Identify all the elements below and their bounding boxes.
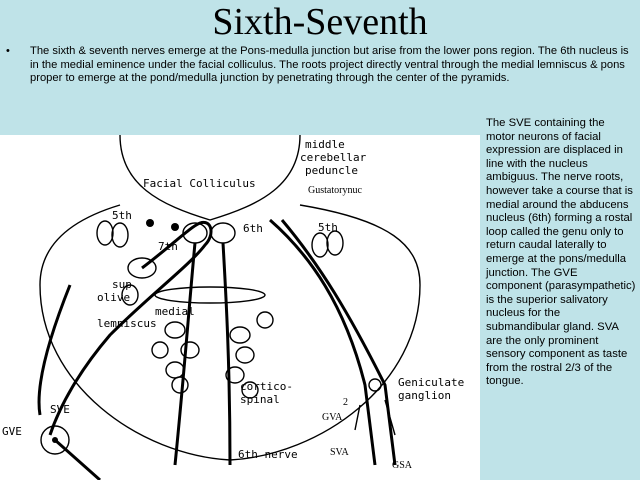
seventh-nucleus <box>127 257 157 279</box>
label-gve: GVE <box>2 425 22 438</box>
geniculate-ganglion <box>368 378 382 392</box>
medial-lemniscus-band <box>154 286 266 304</box>
label-gva: GVA <box>322 412 343 423</box>
label-sva: SVA <box>330 447 349 458</box>
label-olive: olive <box>97 291 130 304</box>
label-facial-colliculus: Facial Colliculus <box>143 177 256 190</box>
label-medial: medial <box>155 305 195 318</box>
label-cerebellar: cerebellar <box>300 151 367 164</box>
label-lemniscus: lemniscus <box>97 317 157 330</box>
label-peduncle: peduncle <box>305 164 358 177</box>
bullet-marker: • <box>6 45 10 57</box>
cerebellar-edge <box>39 204 121 286</box>
label-geniculate: Geniculate <box>398 376 464 389</box>
label-ganglion: ganglion <box>398 389 451 402</box>
sixth-nucleus-right <box>210 222 236 244</box>
side-explanation: The SVE containing the motor neurons of … <box>486 117 636 388</box>
ventricle-floor <box>119 135 301 221</box>
label-spinal: spinal <box>240 393 280 406</box>
sixth-nerve-root <box>173 242 197 466</box>
label-gsa: GSA <box>392 460 413 471</box>
slide-title: Sixth-Seventh <box>212 1 428 43</box>
label-gustatory: Gustatorynuc <box>308 185 362 196</box>
label-sve: SVE <box>50 403 70 416</box>
label-middle: middle <box>305 138 345 151</box>
label-cortico: cortico- <box>240 380 293 393</box>
label-two: 2 <box>343 397 348 408</box>
label-sup: sup <box>112 278 132 291</box>
gve-ganglion <box>40 425 70 455</box>
label-sixth: 6th <box>243 222 263 235</box>
label-fifth-right: 5th <box>318 221 338 234</box>
intro-text: The sixth & seventh nerves emerge at the… <box>30 45 629 84</box>
brainstem-diagram: middle cerebellar peduncle Facial Collic… <box>0 135 480 480</box>
label-seventh: 7th <box>158 240 178 253</box>
facial-nerve-genu <box>48 220 213 436</box>
label-fifth-left: 5th <box>112 209 132 222</box>
label-sixth-nerve: 6th nerve <box>238 448 298 461</box>
diagram-drawing: middle cerebellar peduncle Facial Collic… <box>2 135 464 480</box>
